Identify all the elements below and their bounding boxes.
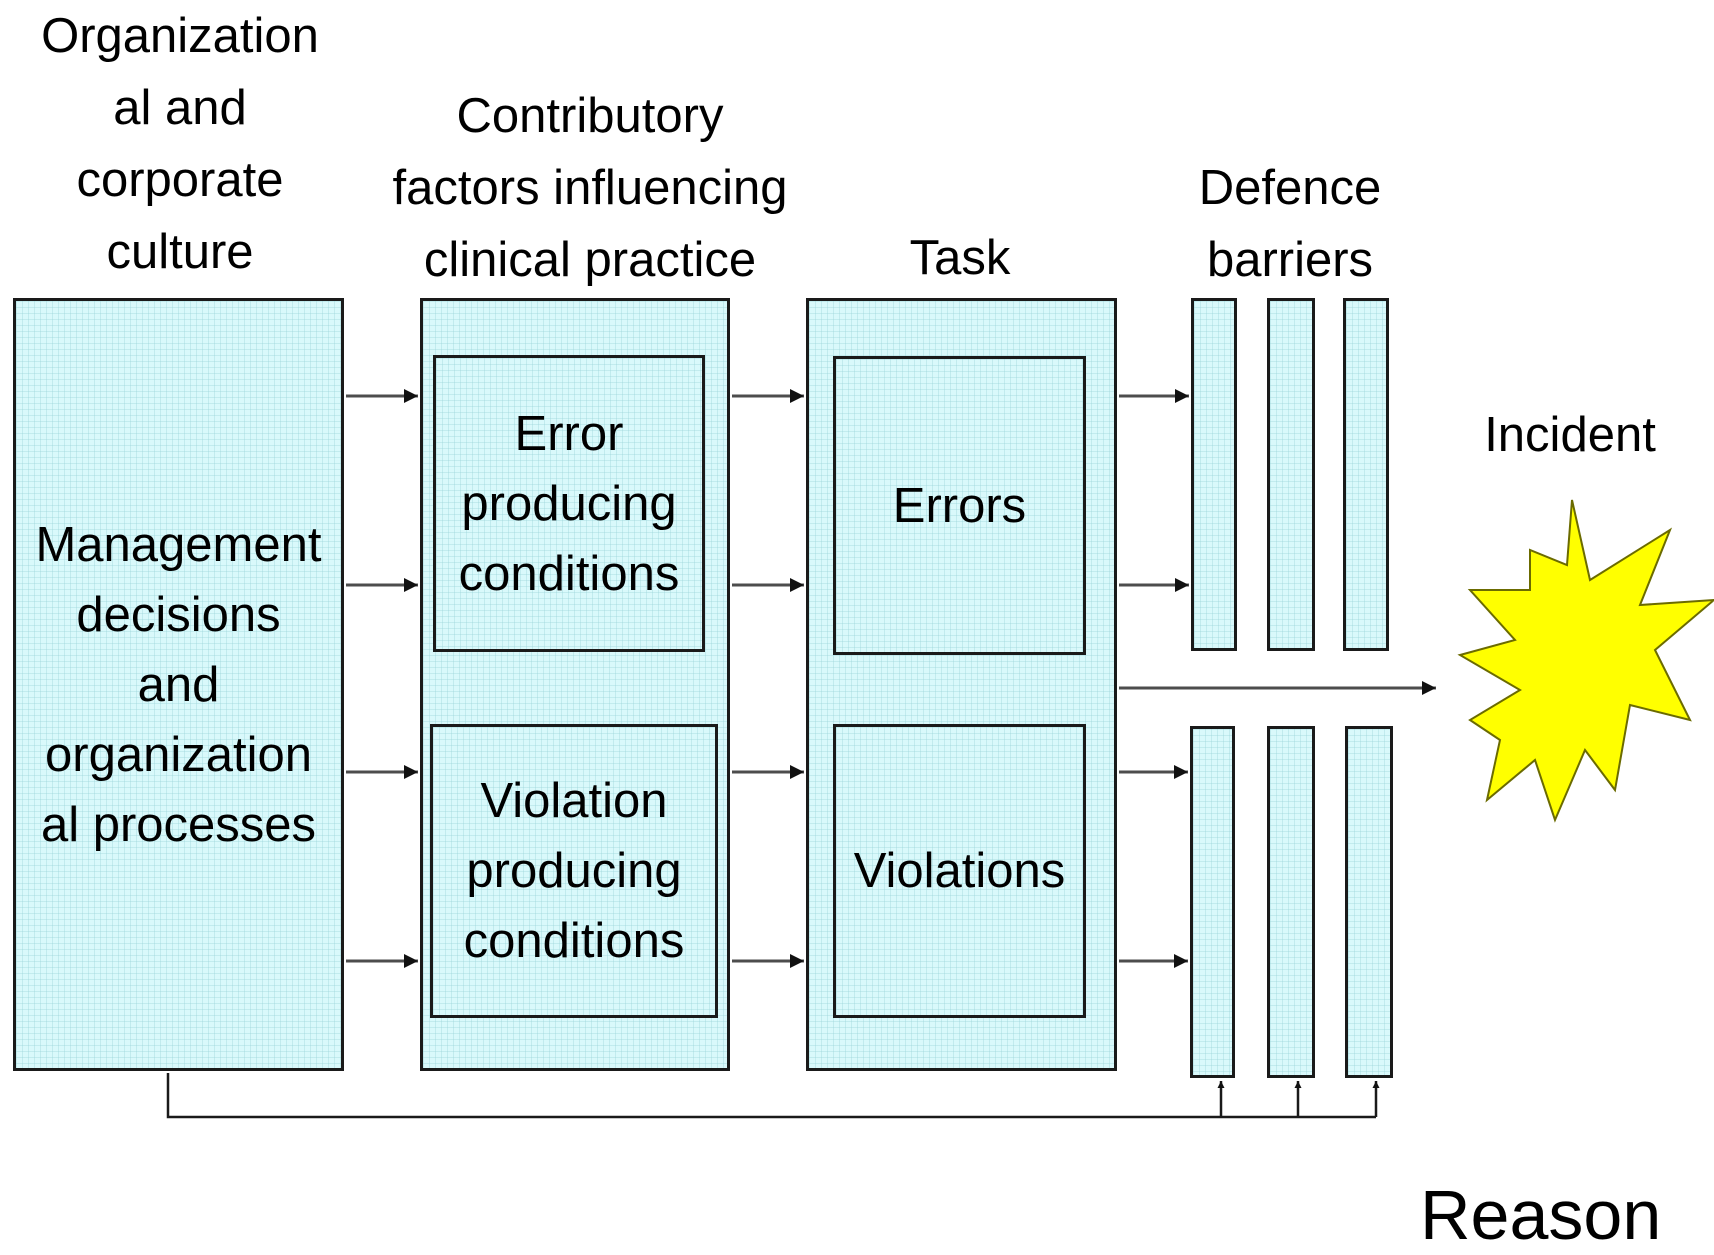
defence-barrier-lower-2 <box>1267 726 1315 1078</box>
management-decisions-box: Management decisions and organization al… <box>13 298 344 1071</box>
defence-barrier-upper-3 <box>1343 298 1389 651</box>
header-contributory-factors: Contributory factors influencing clinica… <box>392 89 788 287</box>
defence-barrier-upper-1 <box>1191 298 1237 651</box>
management-decisions-label: Management decisions and organization al… <box>35 517 322 852</box>
feedback-line <box>166 1073 1376 1119</box>
error-producing-conditions-label: Error producing conditions <box>458 406 680 601</box>
errors-box: Errors <box>833 356 1086 655</box>
defence-barrier-lower-3 <box>1345 726 1393 1078</box>
defence-barrier-lower-1 <box>1190 726 1235 1078</box>
incident-starburst <box>1457 499 1714 823</box>
violations-label: Violations <box>853 844 1066 898</box>
errors-label: Errors <box>892 478 1027 533</box>
header-organizational-culture: Organization al and corporate culture <box>41 9 319 279</box>
error-producing-conditions-box: Error producing conditions <box>433 355 705 652</box>
violations-box: Violations <box>833 724 1086 1018</box>
violation-producing-conditions-label: Violation producing conditions <box>463 774 685 968</box>
header-incident: Incident <box>1484 408 1656 462</box>
attribution-reason: Reason <box>1420 1176 1662 1254</box>
header-task: Task <box>909 231 1011 285</box>
violation-producing-conditions-box: Violation producing conditions <box>430 724 718 1018</box>
header-defence-barriers: Defence barriers <box>1198 161 1382 287</box>
defence-barrier-upper-2 <box>1267 298 1315 651</box>
